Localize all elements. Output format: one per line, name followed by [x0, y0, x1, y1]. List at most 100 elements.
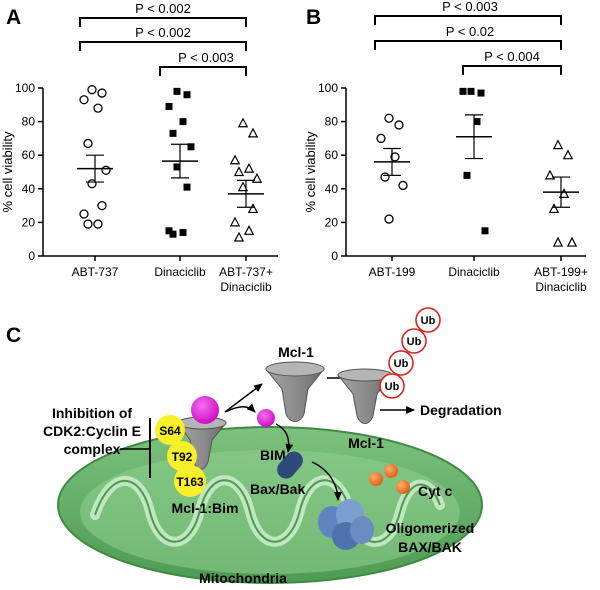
- significance-bracket: [374, 15, 562, 25]
- data-point: [380, 172, 390, 182]
- mcl1-free-label: Mcl-1: [278, 344, 314, 360]
- panel-b-letter: B: [306, 6, 321, 29]
- data-point: [79, 209, 89, 219]
- data-point: [237, 181, 249, 192]
- data-point: [247, 127, 259, 138]
- data-point: [237, 117, 249, 128]
- data-point: [481, 227, 489, 235]
- data-point: [101, 165, 111, 175]
- data-point: [233, 231, 245, 242]
- significance-bracket: [79, 17, 247, 27]
- data-point: [384, 214, 394, 224]
- ubiquitin-label: Ub: [421, 315, 436, 327]
- data-point: [169, 129, 177, 137]
- y-tick-label: 0: [331, 249, 338, 263]
- x-tick-label: ABT-737: [72, 265, 119, 279]
- data-point: [229, 216, 241, 227]
- ubiquitin-label: Ub: [385, 381, 400, 393]
- p-value-label: P < 0.002: [135, 25, 191, 40]
- data-point: [566, 236, 578, 247]
- data-point: [552, 139, 564, 150]
- cytc-icon-1: [369, 472, 383, 486]
- bim-bound-icon: [191, 396, 219, 424]
- data-point: [251, 172, 263, 183]
- y-tick-label: 100: [15, 81, 35, 95]
- cytc-icon-3: [396, 480, 410, 494]
- phospho-site-t163-label: T163: [176, 475, 204, 489]
- data-point: [243, 225, 255, 235]
- baxbak-label: Bax/Bak: [250, 481, 305, 497]
- phospho-site-t92-icon: [167, 441, 197, 471]
- inhibition-text-line1: Inhibition of: [52, 405, 132, 421]
- x-tick-label: Dinaciclib: [220, 280, 272, 294]
- y-tick-label: 60: [325, 148, 339, 162]
- data-point: [477, 89, 485, 97]
- data-point: [463, 171, 471, 179]
- degradation-label: Degradation: [420, 402, 502, 418]
- cytc-icon-2: [384, 464, 398, 478]
- data-point: [93, 103, 103, 113]
- oligomer-icon: [318, 499, 374, 550]
- baxbak-icon: [277, 451, 303, 479]
- data-point: [247, 203, 259, 214]
- data-point: [544, 169, 556, 180]
- p-value-label: P < 0.003: [442, 0, 498, 14]
- x-tick-label: ABT-737+: [219, 265, 273, 279]
- data-point: [187, 143, 195, 151]
- significance-bracket: [462, 65, 562, 75]
- bim-release-arrow: [224, 403, 256, 413]
- data-point: [97, 88, 107, 98]
- panel-a-letter: A: [6, 6, 21, 29]
- y-tick-label: 40: [22, 182, 36, 196]
- p-value-label: P < 0.02: [446, 24, 495, 39]
- y-axis-label: % cell viability: [0, 131, 15, 212]
- p-value-label: P < 0.002: [135, 1, 191, 16]
- inhibition-text-line2: CDK2:Cyclin E: [43, 423, 141, 439]
- x-tick-label: ABT-199+: [534, 265, 588, 279]
- ubiquitin-label: Ub: [407, 336, 422, 348]
- oligomerization-arrow: [311, 461, 342, 501]
- data-point: [398, 180, 408, 191]
- x-tick-label: ABT-199: [369, 265, 416, 279]
- significance-bracket: [159, 66, 247, 76]
- cytc-label: Cyt c: [418, 483, 452, 499]
- y-axis-label: % cell viability: [303, 131, 318, 212]
- data-point: [173, 163, 181, 171]
- data-point: [183, 91, 191, 99]
- data-point: [87, 85, 97, 95]
- bim-label: BIM: [260, 447, 286, 463]
- x-tick-label: Dinaciclib: [535, 280, 587, 294]
- data-point: [173, 87, 181, 95]
- data-point: [459, 87, 467, 95]
- data-point: [548, 203, 560, 214]
- data-point: [79, 95, 89, 105]
- ubiquitin-label: Ub: [394, 358, 409, 370]
- pathway-diagram: Inhibition of CDK2:Cyclin E complex S64 …: [43, 307, 502, 586]
- data-point: [552, 236, 564, 247]
- ubiquitin-icon: [379, 373, 405, 399]
- data-point: [93, 219, 103, 229]
- data-point: [376, 133, 386, 144]
- y-tick-label: 80: [325, 115, 339, 129]
- data-point: [233, 166, 245, 177]
- ubiquitin-icon: [415, 307, 441, 333]
- phospho-site-s64-icon: [155, 415, 185, 445]
- panel-c-letter: C: [6, 324, 21, 347]
- phospho-site-t92-label: T92: [172, 450, 193, 464]
- y-tick-label: 0: [28, 249, 35, 263]
- y-tick-label: 60: [22, 148, 36, 162]
- p-value-label: P < 0.004: [484, 49, 540, 64]
- data-point: [229, 154, 241, 165]
- data-point: [169, 230, 177, 238]
- data-point: [83, 138, 93, 149]
- data-point: [97, 200, 107, 211]
- mitochondria-label: Mitochondria: [199, 570, 287, 586]
- data-point: [467, 87, 475, 95]
- data-point: [179, 228, 187, 236]
- oligomer-label-line2: BAX/BAK: [398, 539, 462, 555]
- oligomer-label-line1: Oligomerized: [386, 520, 475, 536]
